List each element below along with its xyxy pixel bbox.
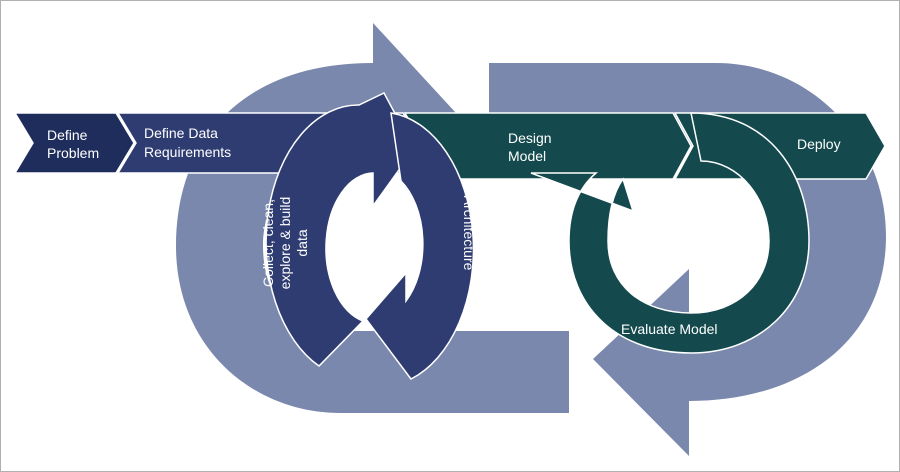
label-design-iot-1: Design IoT (478, 199, 494, 267)
chevron-define-problem-shape (13, 112, 135, 174)
chevron-define-problem (13, 112, 135, 174)
label-design-iot-2: Architecture (461, 196, 477, 271)
label-collect-3: data (294, 229, 310, 256)
label-define-problem: Define (47, 127, 88, 143)
label-collect-group: Collect, clean, explore & build data (260, 197, 310, 290)
label-design-model: Design (508, 130, 552, 146)
label-define-data: Define Data (144, 125, 218, 141)
label-define-data-2: Requirements (144, 144, 231, 160)
cycle-left-arc-b (365, 112, 475, 380)
label-define-problem-2: Problem (47, 145, 99, 161)
label-evaluate-model: Evaluate Model (621, 321, 718, 337)
label-collect-1: Collect, clean, (260, 199, 276, 287)
cycle-left-arc-a (265, 92, 415, 367)
label-design-iot-group: Design IoT Architecture (461, 196, 494, 271)
label-collect-2: explore & build (277, 197, 293, 290)
cycle-right-ring (530, 112, 810, 354)
cycle-left (265, 92, 475, 380)
label-deploy: Deploy (797, 136, 841, 152)
cycle-right (530, 112, 810, 354)
label-design-model-2: Model (508, 148, 546, 164)
